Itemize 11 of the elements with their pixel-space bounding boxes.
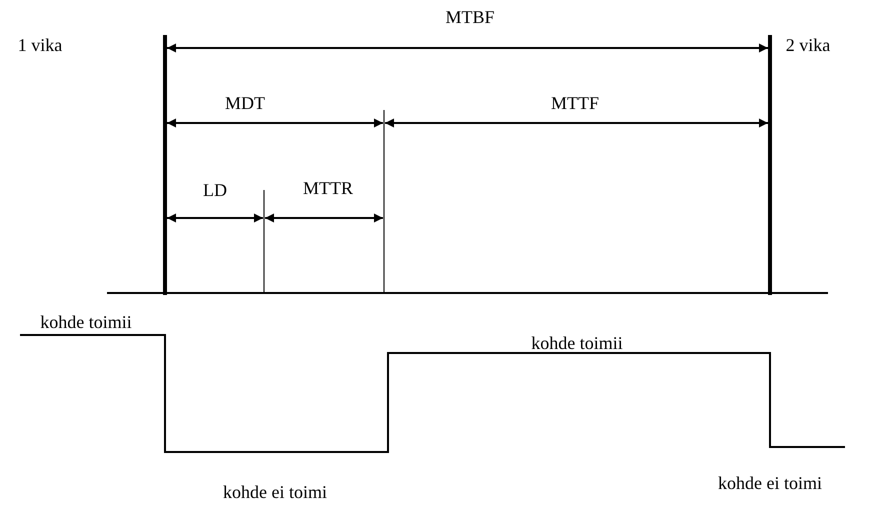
event-label: 2 vika: [786, 36, 830, 54]
dimension-label: MTTF: [551, 94, 599, 112]
event-label: 1 vika: [18, 36, 62, 54]
dimension-label: LD: [203, 181, 227, 199]
dimension-label: MDT: [225, 94, 265, 112]
state-label: kohde toimii: [40, 313, 132, 331]
dimension-label: MTBF: [445, 8, 495, 26]
state-label: kohde ei toimi: [223, 483, 327, 501]
dimension-label: MTTR: [303, 179, 353, 197]
state-label: kohde ei toimi: [718, 474, 822, 492]
state-label: kohde toimii: [531, 334, 623, 352]
